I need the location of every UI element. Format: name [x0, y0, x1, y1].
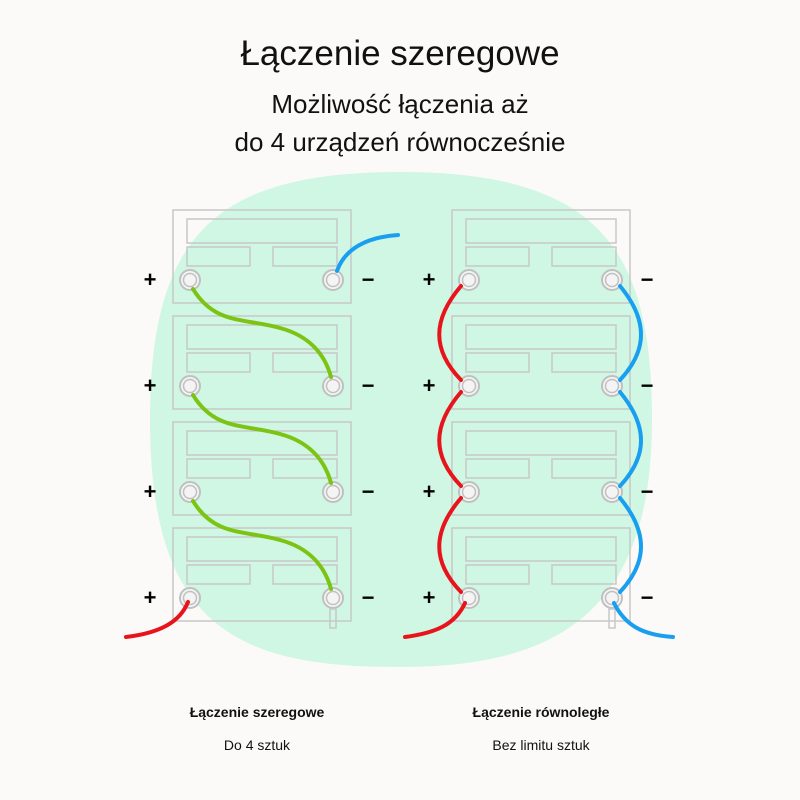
series-negative-lead [335, 233, 400, 273]
positive-terminal-inner [461, 484, 477, 500]
parallel-battery [451, 527, 631, 629]
negative-terminal-inner [604, 590, 620, 606]
plus-sign: + [144, 479, 157, 504]
plus-sign: + [144, 585, 157, 610]
parallel-positive-jumper [437, 284, 463, 382]
plus-sign: + [423, 585, 436, 610]
minus-sign: − [362, 585, 375, 610]
parallel-positive-jumper [437, 390, 463, 488]
minus-sign: − [641, 479, 654, 504]
parallel-negative-jumper [618, 284, 643, 382]
minus-sign: − [641, 585, 654, 610]
series-label: Łączenie szeregowe [189, 704, 325, 720]
positive-terminal-inner [461, 590, 477, 606]
parallel-battery [451, 315, 631, 410]
negative-terminal-inner [604, 378, 620, 394]
parallel-positive-jumper [437, 496, 463, 594]
minus-sign: − [362, 479, 375, 504]
parallel-battery [451, 209, 631, 304]
plus-sign: + [423, 267, 436, 292]
negative-terminal-inner [325, 378, 341, 394]
negative-terminal-inner [325, 590, 341, 606]
series-caption: Łączenie szeregowe Do 4 sztuk [127, 704, 387, 753]
negative-terminal-inner [325, 272, 341, 288]
subtitle-line-2: do 4 urządzeń równocześnie [234, 127, 566, 157]
positive-terminal-inner [461, 378, 477, 394]
parallel-negative-lead [612, 601, 675, 639]
negative-terminal-inner [604, 272, 620, 288]
plus-sign: + [423, 373, 436, 398]
parallel-note: Bez limitu sztuk [492, 737, 590, 753]
minus-sign: − [641, 267, 654, 292]
plus-sign: + [423, 479, 436, 504]
minus-sign: − [362, 267, 375, 292]
positive-terminal-inner [182, 484, 198, 500]
series-positive-lead [124, 600, 190, 639]
page-title: Łączenie szeregowe [240, 34, 560, 73]
plus-sign: + [144, 267, 157, 292]
series-jumper-wire [191, 393, 333, 485]
parallel-battery [451, 421, 631, 516]
parallel-negative-jumper [618, 496, 643, 594]
minus-sign: − [641, 373, 654, 398]
parallel-label: Łączenie równoległe [472, 704, 610, 720]
series-battery [172, 527, 352, 629]
series-battery [172, 209, 352, 304]
subtitle-line-1: Możliwość łączenia aż [271, 89, 529, 119]
positive-terminal-inner [182, 378, 198, 394]
series-jumper-wire [191, 499, 333, 591]
positive-terminal-inner [182, 272, 198, 288]
parallel-negative-jumper [618, 390, 643, 488]
series-jumper-wire [191, 287, 333, 379]
background-blob [150, 172, 652, 667]
parallel-caption: Łączenie równoległe Bez limitu sztuk [411, 704, 671, 753]
plus-sign: + [144, 373, 157, 398]
minus-sign: − [362, 373, 375, 398]
series-note: Do 4 sztuk [223, 737, 291, 753]
positive-terminal-inner [182, 590, 198, 606]
negative-terminal-inner [604, 484, 620, 500]
parallel-positive-lead [403, 601, 467, 639]
negative-terminal-inner [325, 484, 341, 500]
positive-terminal-inner [461, 272, 477, 288]
terminal-tab [608, 608, 616, 629]
terminal-tab [329, 608, 337, 629]
